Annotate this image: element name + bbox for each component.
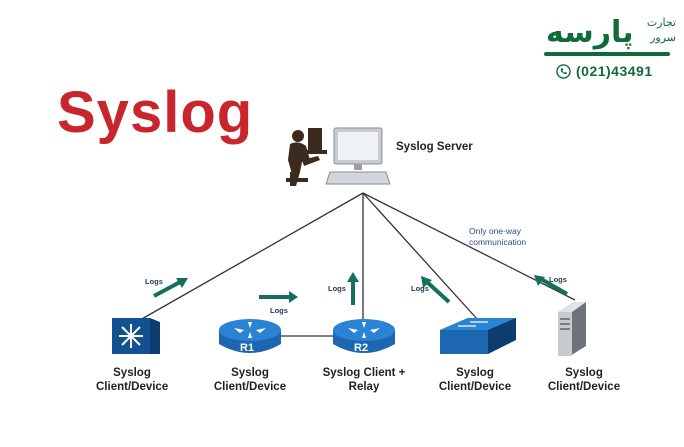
router-r2-label: R2 — [354, 342, 369, 354]
router-r2-icon — [333, 319, 395, 353]
syslog-server-icon — [286, 127, 391, 186]
phone-icon — [556, 63, 571, 79]
device-1-line-2: Client/Device — [96, 381, 169, 393]
device-1-label: Syslog Client/Device — [96, 366, 168, 394]
server-label: Syslog Server — [396, 141, 473, 153]
logs-label-2: Logs — [270, 306, 288, 315]
device-4-line-1: Syslog — [456, 367, 494, 379]
logs-label-4: Logs — [411, 284, 429, 293]
device-3-line-1: Syslog Client + — [322, 367, 406, 379]
device-3-line-2: Relay — [348, 381, 380, 393]
brand-logo: پارسه تجارت سرور — [540, 14, 680, 84]
device-4-line-2: Client/Device — [438, 381, 512, 393]
phone-number: (021)43491 — [576, 63, 653, 79]
device-3-label: Syslog Client + Relay — [319, 366, 409, 394]
server-links — [139, 192, 576, 337]
page-title: Syslog — [57, 80, 254, 145]
brand-name: پارسه — [546, 15, 634, 50]
device-5-line-2: Client/Device — [547, 381, 621, 393]
device-4-label: Syslog Client/Device — [435, 366, 515, 394]
note-line-2: communication — [469, 237, 527, 247]
device-2-line-1: Syslog — [231, 367, 269, 379]
logs-label-1: Logs — [145, 277, 163, 286]
device-5-label: Syslog Client/Device — [540, 366, 628, 394]
router-r1-icon — [219, 319, 281, 353]
device-2-line-2: Client/Device — [213, 381, 287, 393]
multilayer-switch-icon — [112, 318, 160, 354]
router-r1-label: R1 — [240, 342, 255, 354]
switch-icon — [440, 318, 516, 354]
phone-contact[interactable]: (021)43491 — [556, 62, 653, 80]
server-tower-icon — [558, 302, 586, 356]
note-line-1: Only one-way — [469, 226, 521, 236]
log-arrows — [153, 272, 568, 305]
logs-label-5: Logs — [549, 275, 567, 284]
logs-label-3: Logs — [328, 284, 346, 293]
brand-tagline-2: سرور — [650, 31, 676, 44]
device-1-line-1: Syslog — [113, 367, 151, 379]
device-2-label: Syslog Client/Device — [210, 366, 290, 394]
brand-tagline-1: تجارت — [646, 16, 676, 29]
brand-underline — [544, 52, 670, 56]
device-5-line-1: Syslog — [565, 367, 603, 379]
